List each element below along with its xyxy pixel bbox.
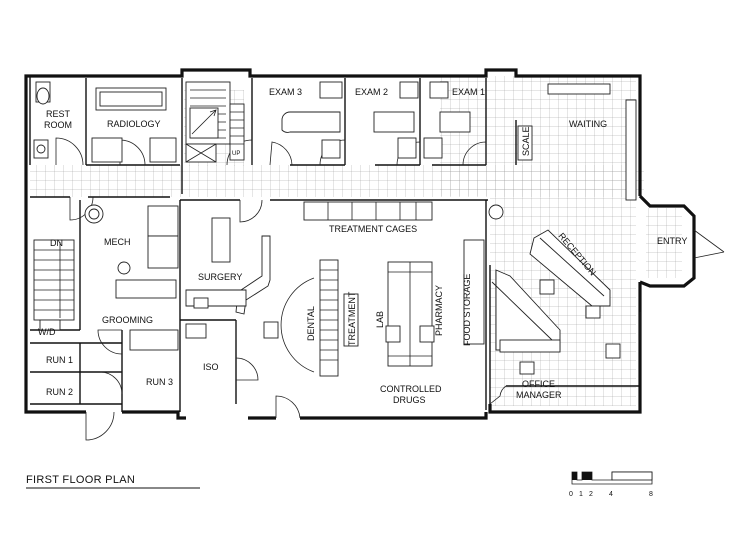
label-pharmacy: PHARMACY [434,285,444,336]
surgery-equipment [185,204,504,377]
label-rest: REST [46,109,71,119]
label-radiology: RADIOLOGY [107,119,161,129]
scale-tick-2: 2 [589,491,593,498]
label-wd: W/D [38,327,56,337]
label-controlled: CONTROLLED [380,384,442,394]
label-office: OFFICE [522,379,555,389]
waiting-furniture [517,83,637,201]
label-run3: RUN 3 [146,377,173,387]
mech-grooming-fixtures [39,204,179,351]
label-waiting: WAITING [569,119,607,129]
restroom-fixtures [33,81,51,159]
radiology-equipment [91,87,177,163]
label-dental: DENTAL [306,306,316,341]
label-food-storage: FOOD STORAGE [462,274,472,346]
label-manager: MANAGER [516,390,562,400]
label-scale: SCALE [521,126,531,156]
label-surgery: SURGERY [198,272,242,282]
exterior-walls [24,68,696,420]
plan-title-text: FIRST FLOOR PLAN [26,474,135,486]
label-exam3: EXAM 3 [269,87,302,97]
label-iso: ISO [203,362,219,372]
scale-tick-1: 1 [579,491,583,498]
label-room: ROOM [44,120,72,130]
scale-tick-8: 8 [649,491,653,498]
label-up: UP [232,151,240,157]
label-exam2: EXAM 2 [355,87,388,97]
treatment-cages [303,201,433,221]
label-lab: LAB [375,311,385,328]
label-drugs: DRUGS [393,395,426,405]
label-entry: ENTRY [657,236,687,246]
door-swings [55,137,725,441]
exam-fixtures [281,81,471,159]
room-labels: REST ROOM RADIOLOGY UP EXAM 3 EXAM 2 EXA… [38,87,687,405]
scale-tick-4: 4 [609,491,613,498]
reception-desk [491,229,621,375]
label-dn: DN [50,238,63,248]
label-treatment-cages: TREATMENT CAGES [329,224,417,234]
label-run2: RUN 2 [46,387,73,397]
label-exam1: EXAM 1 [452,87,485,97]
plan-title: FIRST FLOOR PLAN [26,474,200,489]
scale-bar: 0 1 2 4 8 [569,471,653,498]
label-mech: MECH [104,237,131,247]
label-grooming: GROOMING [102,315,153,325]
label-run1: RUN 1 [46,355,73,365]
label-treatment: TREATMENT [347,291,357,346]
scale-tick-0: 0 [569,491,573,498]
